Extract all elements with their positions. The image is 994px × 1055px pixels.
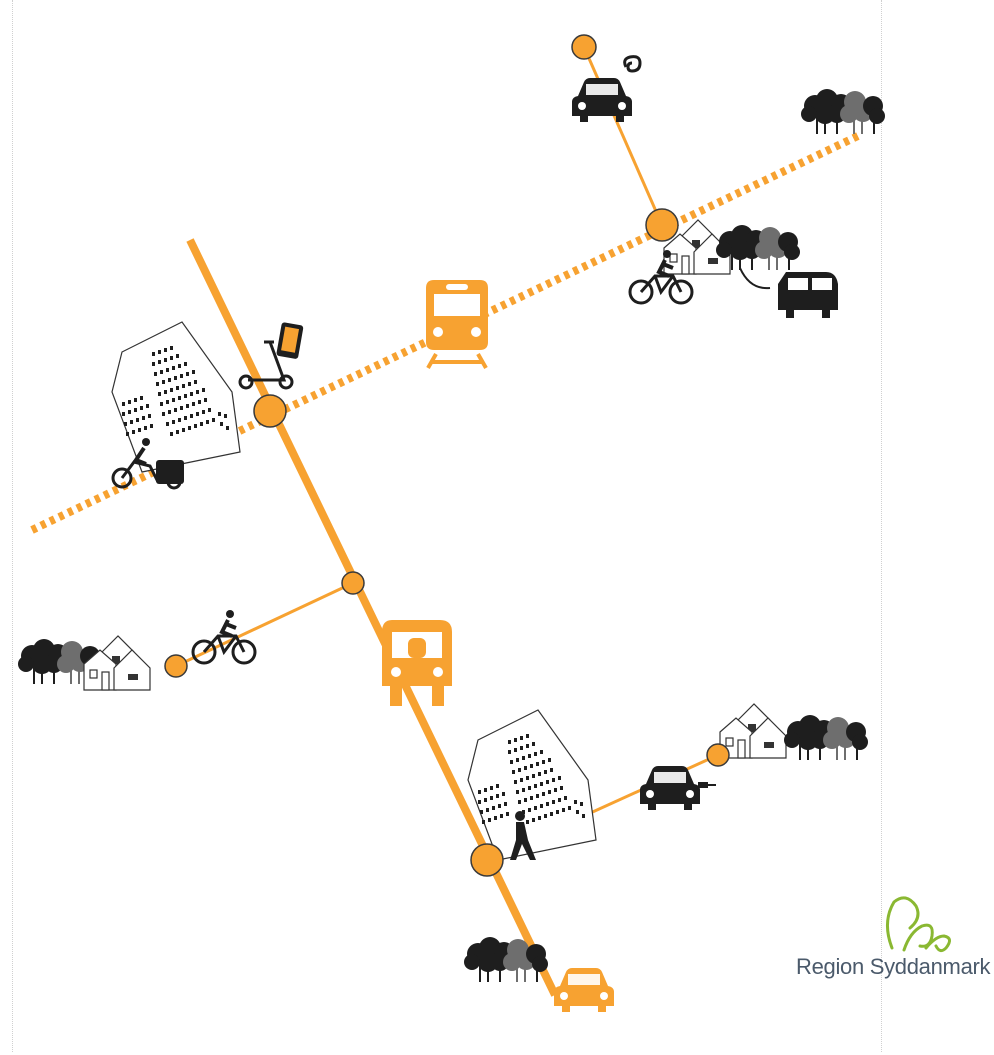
region-logo-mark-icon	[880, 892, 970, 956]
route-node	[646, 209, 678, 241]
charging-plug-icon	[698, 782, 716, 788]
houses-icon	[84, 636, 150, 690]
car-icon	[572, 78, 632, 122]
train-icon	[426, 280, 488, 368]
smartphone-icon	[276, 322, 304, 359]
car-branch-line	[584, 47, 662, 225]
electric-car-icon	[640, 766, 700, 810]
office-building-icon	[112, 322, 240, 472]
route-node	[254, 395, 286, 427]
trees-icon	[784, 715, 868, 760]
bus-icon	[382, 620, 452, 706]
logo-text: Region Syddanmark	[796, 954, 990, 980]
electric-car-icon	[778, 272, 838, 318]
trees-icon	[801, 89, 885, 134]
swirl-icon	[625, 57, 640, 71]
region-syddanmark-logo: Region Syddanmark	[790, 892, 990, 992]
trees-icon	[464, 937, 548, 982]
route-node	[572, 35, 596, 59]
route-node	[342, 572, 364, 594]
bike-branch-line	[176, 583, 353, 666]
office-building-icon	[468, 710, 596, 860]
bus-route-line	[190, 240, 555, 995]
charging-cable-icon	[740, 268, 770, 288]
car-icon	[554, 968, 614, 1012]
houses-icon	[720, 704, 786, 758]
route-node	[707, 744, 729, 766]
route-node	[165, 655, 187, 677]
route-node	[471, 844, 503, 876]
